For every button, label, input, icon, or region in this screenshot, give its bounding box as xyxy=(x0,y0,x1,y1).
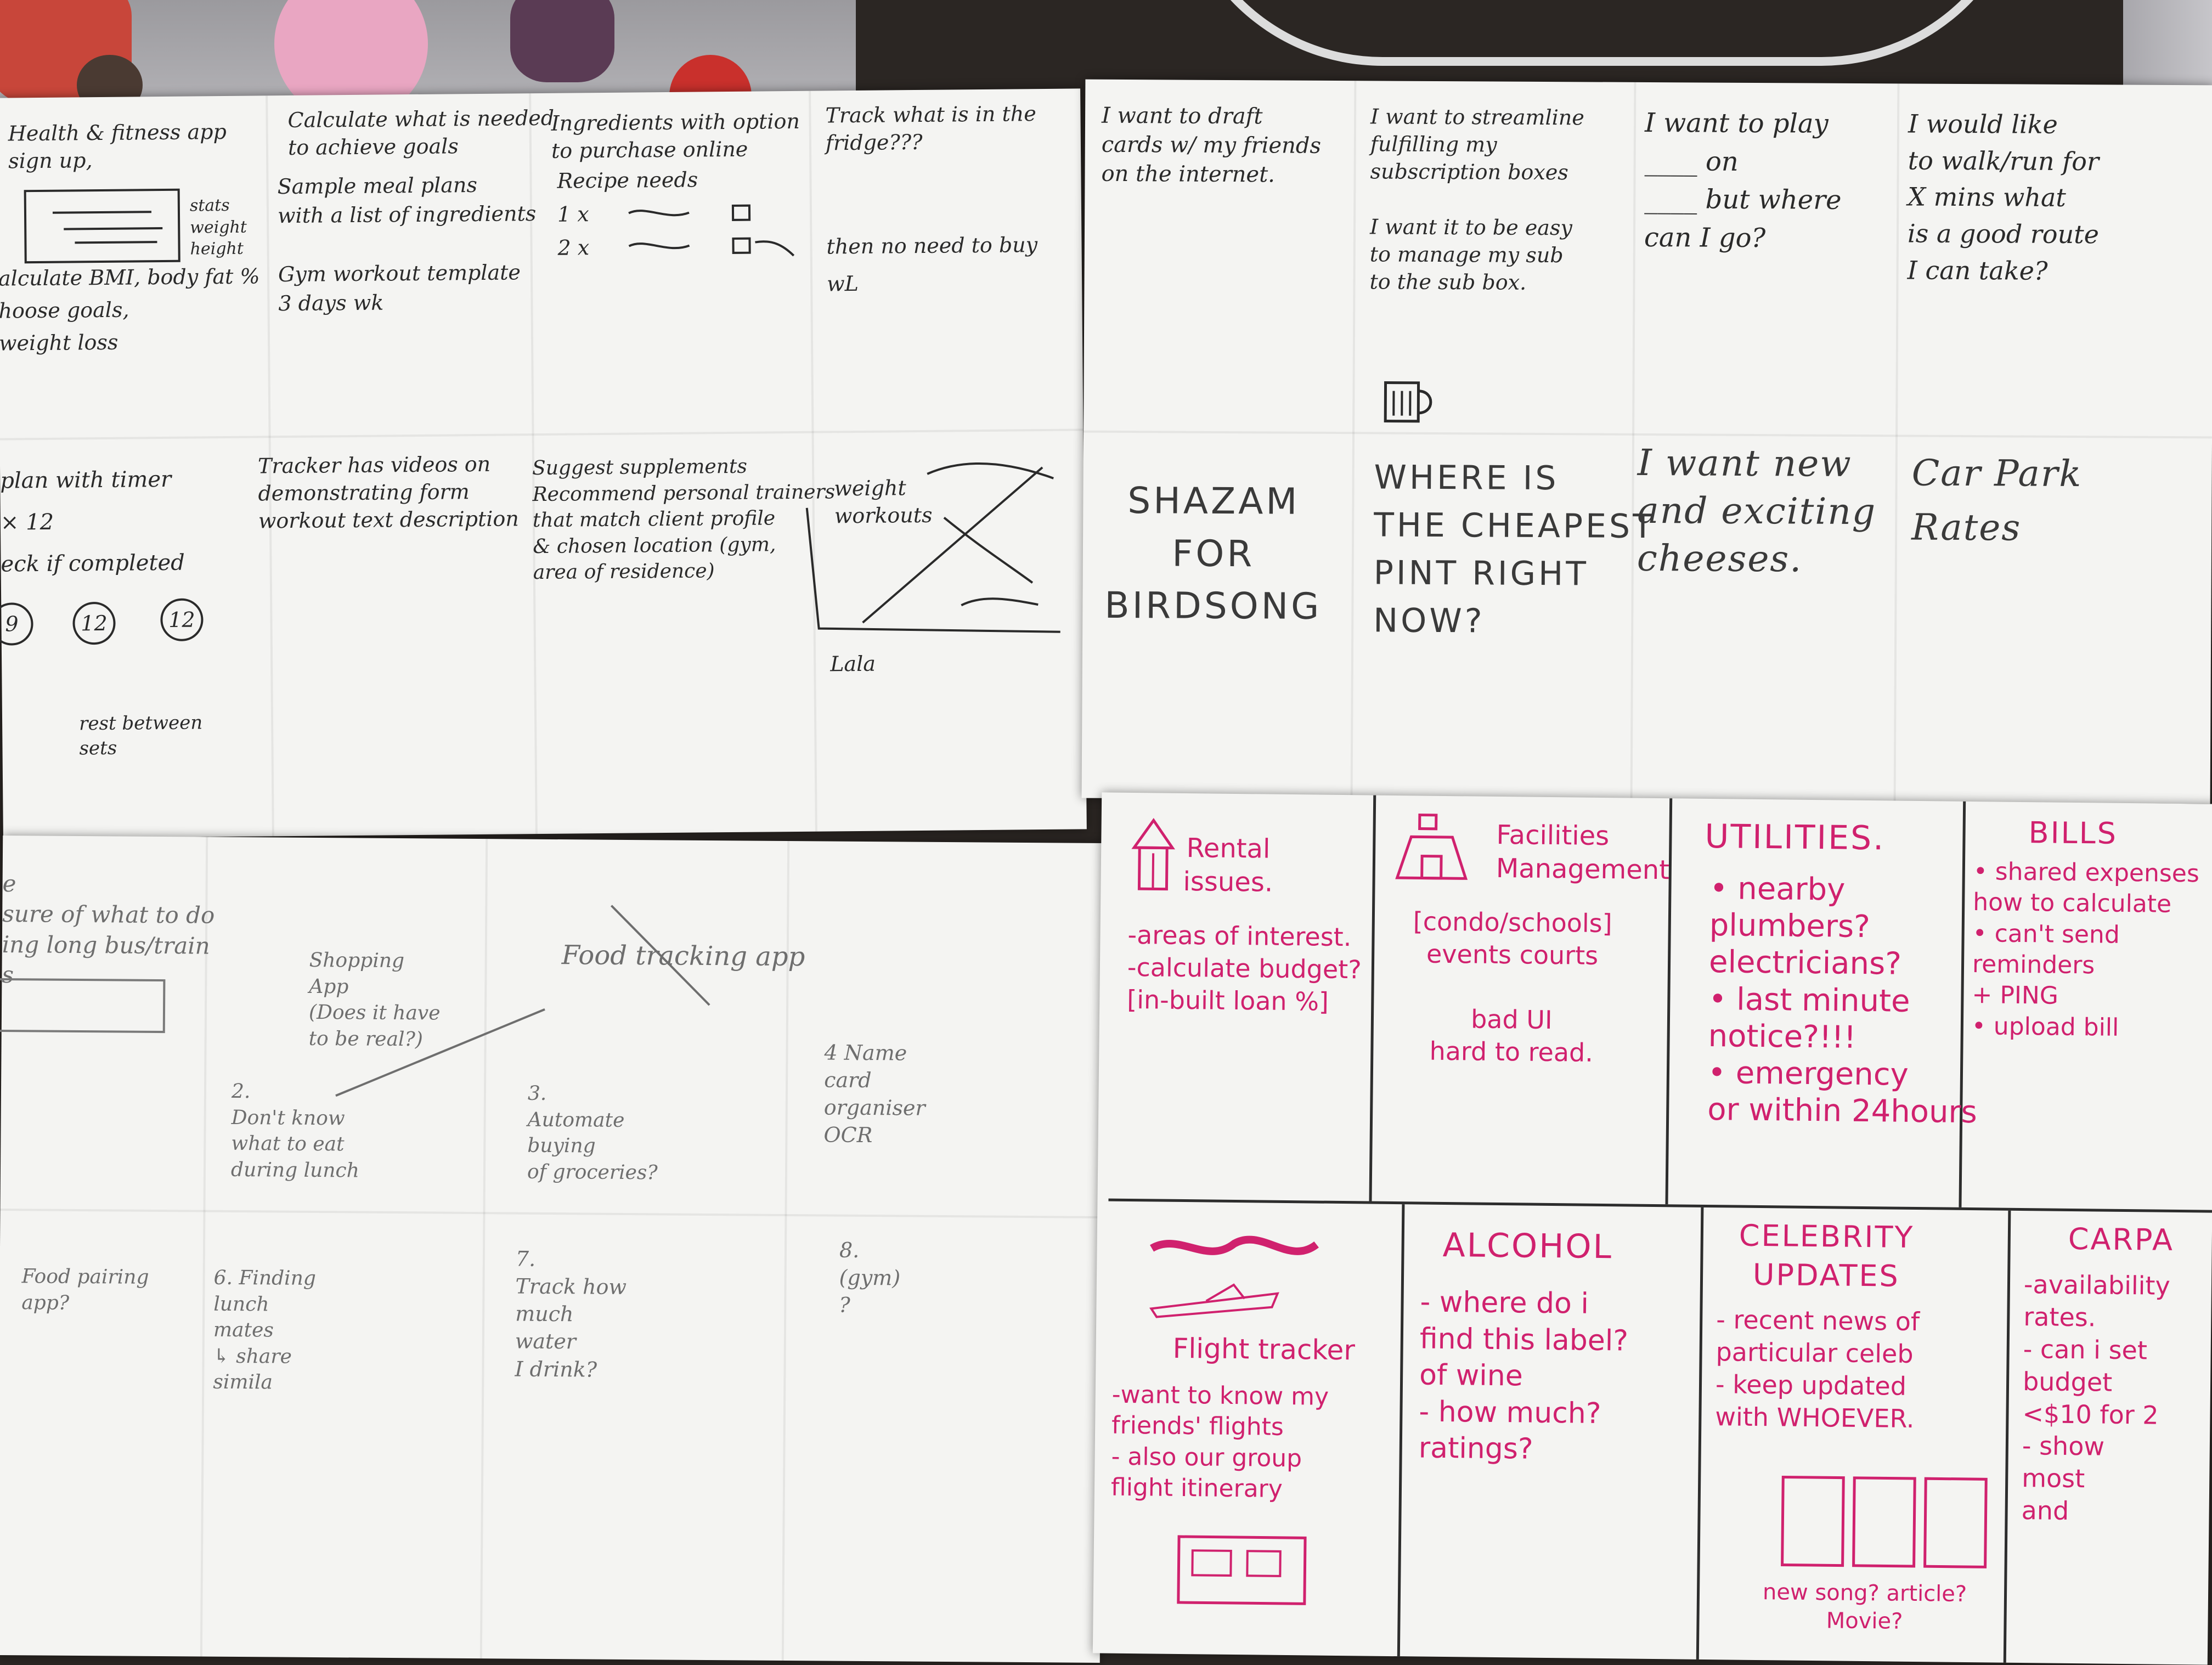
flight-tracker-title: Flight tracker xyxy=(1172,1331,1355,1368)
facilities-notes: [condo/schools] events courts bad UI har… xyxy=(1412,905,1612,1069)
bills-notes: • shared expenses how to calculate • can… xyxy=(1972,856,2199,1044)
fitness-app-header: Health & fitness app sign up, xyxy=(8,118,227,175)
celebrity-notes: - recent news of particular celeb - keep… xyxy=(1715,1303,1920,1435)
stats-sketch xyxy=(19,173,185,274)
house-icon xyxy=(1128,815,1178,892)
character-sticker xyxy=(510,0,614,82)
name-card-idea: 4 Name card organiser OCR xyxy=(823,1038,926,1149)
rental-issues-notes: -areas of interest. -calculate budget? [… xyxy=(1127,919,1362,1018)
water-tracking-idea: 7. Track how much water I drink? xyxy=(515,1245,627,1384)
airplane-icon xyxy=(1146,1281,1289,1327)
lunch-mates-idea: 6. Finding lunch mates ↳ share simila xyxy=(213,1265,316,1396)
bmi-text: alculate BMI, body fat % hoose goals, we… xyxy=(0,260,261,359)
fold xyxy=(1084,431,2212,439)
scribble-icon xyxy=(1146,1226,1322,1272)
celebrity-boxes-sketch xyxy=(1780,1474,1989,1570)
rest-text: rest between sets xyxy=(79,710,203,761)
shazam-birdsong-idea: SHAZAM FOR BIRDSONG xyxy=(1104,475,1322,633)
progress-graph-sketch xyxy=(801,456,1066,634)
rep-circle-3: 12 xyxy=(160,598,204,641)
fold xyxy=(1894,83,1900,802)
timer-plan-text: plan with timer × 12 eck if completed xyxy=(0,459,185,585)
fold xyxy=(480,839,488,1658)
grid-line xyxy=(1108,1199,2212,1213)
fridge-header: Track what is in the fridge??? xyxy=(825,100,1036,157)
utilities-title: UTILITIES. xyxy=(1705,815,1886,861)
video-tracker-text: Tracker has videos on demonstrating form… xyxy=(258,450,519,535)
car-park-idea: Car Park Rates xyxy=(1911,446,2083,556)
carpark-title: CARPA xyxy=(2068,1220,2174,1260)
cable xyxy=(1174,0,2030,66)
alcohol-title: ALCOHOL xyxy=(1442,1224,1613,1269)
sketch-box xyxy=(0,978,165,1033)
grocery-idea: 3. Automate buying of groceries? xyxy=(527,1081,658,1186)
food-pairing-idea: Food pairing app? xyxy=(21,1263,149,1317)
cheapest-pint-idea: WHERE IS THE CHEAPEST PINT RIGHT NOW? xyxy=(1373,454,1656,646)
rental-issues-title: Rental issues. xyxy=(1183,832,1273,900)
subscription-need: I want to streamline fulfilling my subsc… xyxy=(1369,103,1584,296)
play-place-need: I want to play ____ on ____ but where ca… xyxy=(1644,104,1842,258)
facilities-title: Facilities Management xyxy=(1496,819,1670,888)
right-bottom-sheet: Rental issues. -areas of interest. -calc… xyxy=(1093,792,2212,1664)
beer-mug-icon xyxy=(1380,377,1440,427)
goals-header: Calculate what is needed to achieve goal… xyxy=(287,104,554,162)
draft-cards-need: I want to draft cards w/ my friends on t… xyxy=(1101,101,1321,189)
grid-line xyxy=(1369,795,1376,1201)
grid-line xyxy=(1397,1204,1405,1656)
meal-plans-text: Sample meal plans with a list of ingredi… xyxy=(277,170,537,318)
rep-circle-2: 12 xyxy=(72,602,116,645)
gym-idea: 8. (gym) ? xyxy=(839,1237,901,1319)
right-top-sheet: I want to draft cards w/ my friends on t… xyxy=(1082,80,2212,804)
grid-line xyxy=(1696,1207,1704,1660)
left-top-sheet: Health & fitness app sign up, stats weig… xyxy=(0,88,1087,838)
alcohol-notes: - where do i find this label? of wine - … xyxy=(1418,1284,1628,1469)
fold xyxy=(1351,81,1357,799)
flight-tracker-notes: -want to know my friends' flights - also… xyxy=(1111,1380,1329,1505)
bills-title: BILLS xyxy=(2028,813,2118,853)
left-bottom-sheet: e sure of what to do ing long bus/train … xyxy=(0,836,1105,1663)
lunch-idea: 2. Don't know what to eat during lunch xyxy=(231,1079,360,1184)
carpark-notes: -availability rates. - can i set budget … xyxy=(2021,1268,2170,1528)
stats-labels: stats weight height xyxy=(190,195,247,261)
fridge-text: then no need to buy wL xyxy=(826,226,1038,303)
recipe-checkboxes xyxy=(629,201,794,279)
supplements-text: Suggest supplements Recommend personal t… xyxy=(532,453,836,585)
strike-line xyxy=(330,1002,550,1103)
walk-route-need: I would like to walk/run for X mins what… xyxy=(1907,105,2100,289)
strike-cross xyxy=(605,900,715,1011)
building-icon xyxy=(1392,812,1475,884)
fold xyxy=(0,428,1084,440)
rep-circle-1: 9 xyxy=(0,602,33,646)
itinerary-sketch-icon xyxy=(1176,1534,1308,1607)
utilities-notes: • nearby plumbers? electricians? • last … xyxy=(1707,870,1979,1131)
cheese-idea: I want new and exciting cheeses. xyxy=(1637,439,1877,584)
ingredients-header: Ingredients with option to purchase onli… xyxy=(551,108,800,165)
celebrity-footnote: new song? article? Movie? xyxy=(1762,1578,1967,1636)
fold xyxy=(0,1209,1103,1218)
celebrity-title: CELEBRITY UPDATES xyxy=(1739,1216,1915,1296)
graph-footnote: Lala xyxy=(830,650,876,678)
grid-line xyxy=(2004,1211,2011,1663)
fold xyxy=(1630,82,1637,801)
bus-train-idea: e sure of what to do ing long bus/train … xyxy=(2,868,215,991)
